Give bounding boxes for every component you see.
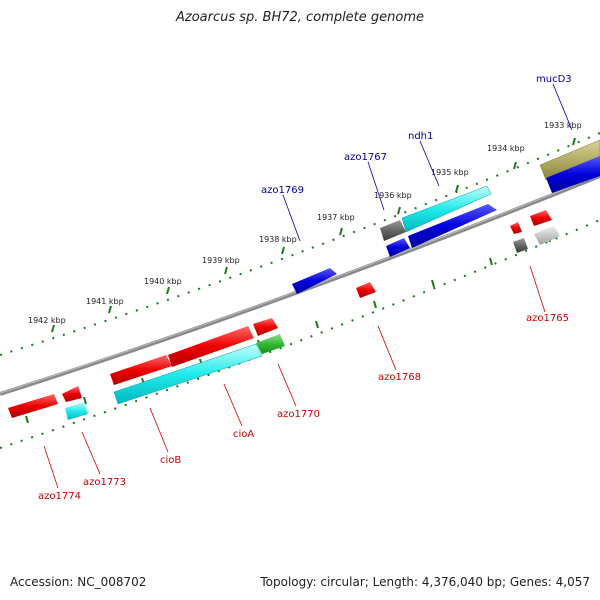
major-ticks-bottom	[25, 234, 551, 424]
gene-azo1768[interactable]	[356, 282, 376, 298]
gene-cioB-red[interactable]	[168, 326, 254, 367]
scale-label: 1937 kbp	[317, 213, 355, 222]
gene-azo1773[interactable]	[65, 402, 88, 420]
genome-backbone	[0, 174, 600, 396]
gene-green[interactable]	[256, 334, 285, 354]
gene-ndh1[interactable]	[401, 185, 492, 233]
gene-light[interactable]	[534, 226, 560, 245]
gene-gray-1[interactable]	[380, 220, 406, 241]
scale-track-top	[0, 132, 600, 356]
genes-forward[interactable]	[292, 139, 600, 298]
genome-stats-label: Topology: circular; Length: 4,376,040 bp…	[260, 575, 590, 589]
gene-cioA[interactable]	[113, 343, 263, 405]
gene-label[interactable]: azo1770	[277, 409, 320, 420]
accession-label: Accession: NC_008702	[10, 575, 147, 589]
scale-label: 1941 kbp	[86, 297, 124, 306]
gene-azo1767[interactable]	[408, 204, 497, 248]
gene-label[interactable]: azo1769	[261, 185, 304, 196]
gene-blue-right[interactable]	[546, 156, 600, 193]
gene-red-right[interactable]	[530, 210, 552, 226]
gene-blue-small[interactable]	[386, 238, 410, 257]
gene-mucD3[interactable]	[539, 139, 600, 181]
scale-label: 1942 kbp	[28, 316, 66, 325]
map-title: Azoarcus sp. BH72, complete genome	[175, 10, 425, 25]
scale-label: 1934 kbp	[487, 144, 525, 153]
gene-label[interactable]: azo1767	[344, 152, 387, 163]
label-connectors	[43, 83, 573, 489]
gene-azo1769[interactable]	[292, 268, 337, 294]
scale-label: 1936 kbp	[374, 191, 412, 200]
gene-azo1774[interactable]	[8, 394, 58, 418]
gene-label[interactable]: mucD3	[536, 74, 572, 85]
scale-labels: 1933 kbp 1934 kbp 1935 kbp 1936 kbp 1937…	[28, 121, 582, 325]
gene-label[interactable]: azo1768	[378, 372, 421, 383]
gene-azo1770[interactable]	[253, 318, 278, 336]
gene-red-small[interactable]	[62, 386, 82, 402]
genes-reverse[interactable]	[8, 318, 285, 420]
scale-label: 1938 kbp	[259, 235, 297, 244]
gene-label[interactable]: ndh1	[408, 131, 433, 142]
gene-labels[interactable]: mucD3 ndh1 azo1767 azo1769 azo1765 azo17…	[38, 74, 572, 502]
genome-backbone-highlight	[0, 174, 600, 394]
scale-label: 1933 kbp	[544, 121, 582, 130]
gene-label[interactable]: azo1765	[526, 313, 569, 324]
scale-label: 1939 kbp	[202, 256, 240, 265]
gene-label[interactable]: azo1773	[83, 477, 126, 488]
gene-label[interactable]: azo1774	[38, 491, 81, 502]
major-ticks-top	[51, 137, 576, 333]
gene-label[interactable]: cioA	[233, 429, 254, 440]
gene-gray-2[interactable]	[513, 238, 528, 253]
scale-label: 1935 kbp	[431, 168, 469, 177]
gene-red-tiny[interactable]	[510, 222, 522, 234]
gene-red-mid[interactable]	[110, 355, 172, 385]
scale-label: 1940 kbp	[144, 277, 182, 286]
gene-label[interactable]: cioB	[160, 455, 181, 466]
